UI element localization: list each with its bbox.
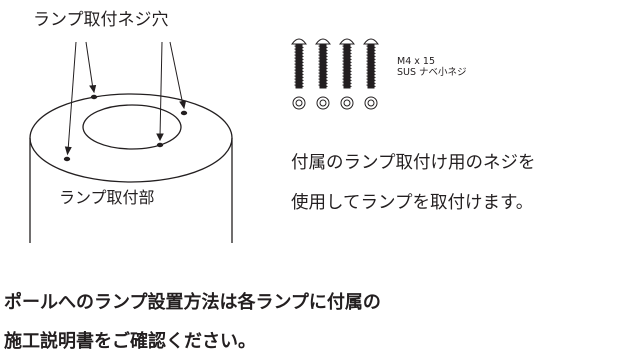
screw-thread (318, 51, 328, 54)
screw-holes (63, 94, 188, 162)
screw-thread (318, 57, 328, 60)
screw-hole (63, 156, 71, 162)
screw-thread (294, 84, 304, 87)
screw-spec: M4 x 15 SUS ナベ小ネジ (397, 56, 467, 78)
screw-thread (366, 57, 376, 60)
footer-line: ポールへのランプ設置方法は各ランプに付属の (4, 292, 381, 313)
screw-thread (342, 57, 352, 60)
screw-thread (342, 75, 352, 78)
screw-thread (342, 81, 352, 84)
screw-thread (366, 60, 376, 63)
screw-thread (318, 63, 328, 66)
screw-thread (294, 63, 304, 66)
screw-thread (318, 84, 328, 87)
screw-thread (366, 69, 376, 72)
mount-label: ランプ取付部 (59, 188, 155, 207)
screw-size: M4 x 15 (397, 56, 435, 67)
screw-thread (366, 48, 376, 51)
screw-icon (339, 38, 355, 110)
screw-thread (342, 69, 352, 72)
description-line: 付属のランプ取付け用のネジを (291, 153, 536, 173)
screw-thread (294, 51, 304, 54)
screw-thread (294, 48, 304, 51)
screw-hole-label: ランプ取付ネジ穴 (33, 10, 169, 30)
description-line: 使用してランプを取付けます。 (291, 193, 534, 213)
screw-thread (294, 78, 304, 81)
screw-thread (342, 54, 352, 57)
screw-hole (156, 142, 164, 148)
screw-thread (318, 48, 328, 51)
screw-thread (366, 45, 376, 48)
screw-thread (342, 45, 352, 48)
screw-thread (342, 51, 352, 54)
screw-icon (291, 38, 307, 110)
screw-thread (294, 60, 304, 63)
screw-icon (315, 38, 331, 110)
screw-type: SUS ナベ小ネジ (397, 67, 467, 78)
screw-thread (318, 60, 328, 63)
lamp-mount-diagram (29, 38, 379, 243)
leader-line (159, 41, 163, 138)
leader-line (85, 41, 94, 90)
description: 付属のランプ取付け用のネジを 使用してランプを取付けます。 (291, 143, 535, 223)
screw-thread (366, 81, 376, 84)
screw-thread (366, 66, 376, 69)
screw-thread (318, 72, 328, 75)
screw-thread (294, 45, 304, 48)
leader-lines (64, 41, 187, 156)
screw-thread (366, 54, 376, 57)
footer-note: ポールへのランプ設置方法は各ランプに付属の 施工説明書をご確認ください。 (4, 283, 381, 361)
screw-thread (318, 69, 328, 72)
screw-thread (366, 72, 376, 75)
screw-thread (342, 66, 352, 69)
screw-thread (342, 78, 352, 81)
leader-line (169, 41, 184, 106)
screw-thread (294, 57, 304, 60)
screw-thread (342, 60, 352, 63)
screw-thread (366, 78, 376, 81)
arrowhead (156, 133, 164, 142)
arrowhead (179, 100, 187, 110)
screw-icon (363, 38, 379, 110)
screw-thread (294, 66, 304, 69)
screw-hole (180, 110, 188, 116)
screw-thread (294, 81, 304, 84)
screw-thread (318, 66, 328, 69)
screw-thread (366, 75, 376, 78)
pole (29, 93, 233, 243)
pole-top-ellipse (29, 93, 233, 183)
leader-line (67, 41, 77, 152)
arrowhead (64, 146, 72, 156)
footer-line: 施工説明書をご確認ください。 (4, 331, 256, 352)
screw-thread (318, 45, 328, 48)
screw-set (291, 38, 379, 110)
screw-thread (294, 69, 304, 72)
screw-thread (318, 54, 328, 57)
screw-thread (366, 51, 376, 54)
screw-thread (318, 81, 328, 84)
screw-thread (366, 63, 376, 66)
screw-thread (342, 72, 352, 75)
screw-thread (342, 48, 352, 51)
screw-thread (294, 75, 304, 78)
screw-thread (318, 75, 328, 78)
screw-thread (318, 78, 328, 81)
screw-thread (294, 54, 304, 57)
screw-thread (294, 72, 304, 75)
screw-hole (90, 94, 98, 100)
pole-inner-ring (82, 104, 182, 150)
screw-thread (366, 84, 376, 87)
arrowhead (89, 84, 97, 94)
screw-thread (342, 63, 352, 66)
screw-thread (342, 84, 352, 87)
